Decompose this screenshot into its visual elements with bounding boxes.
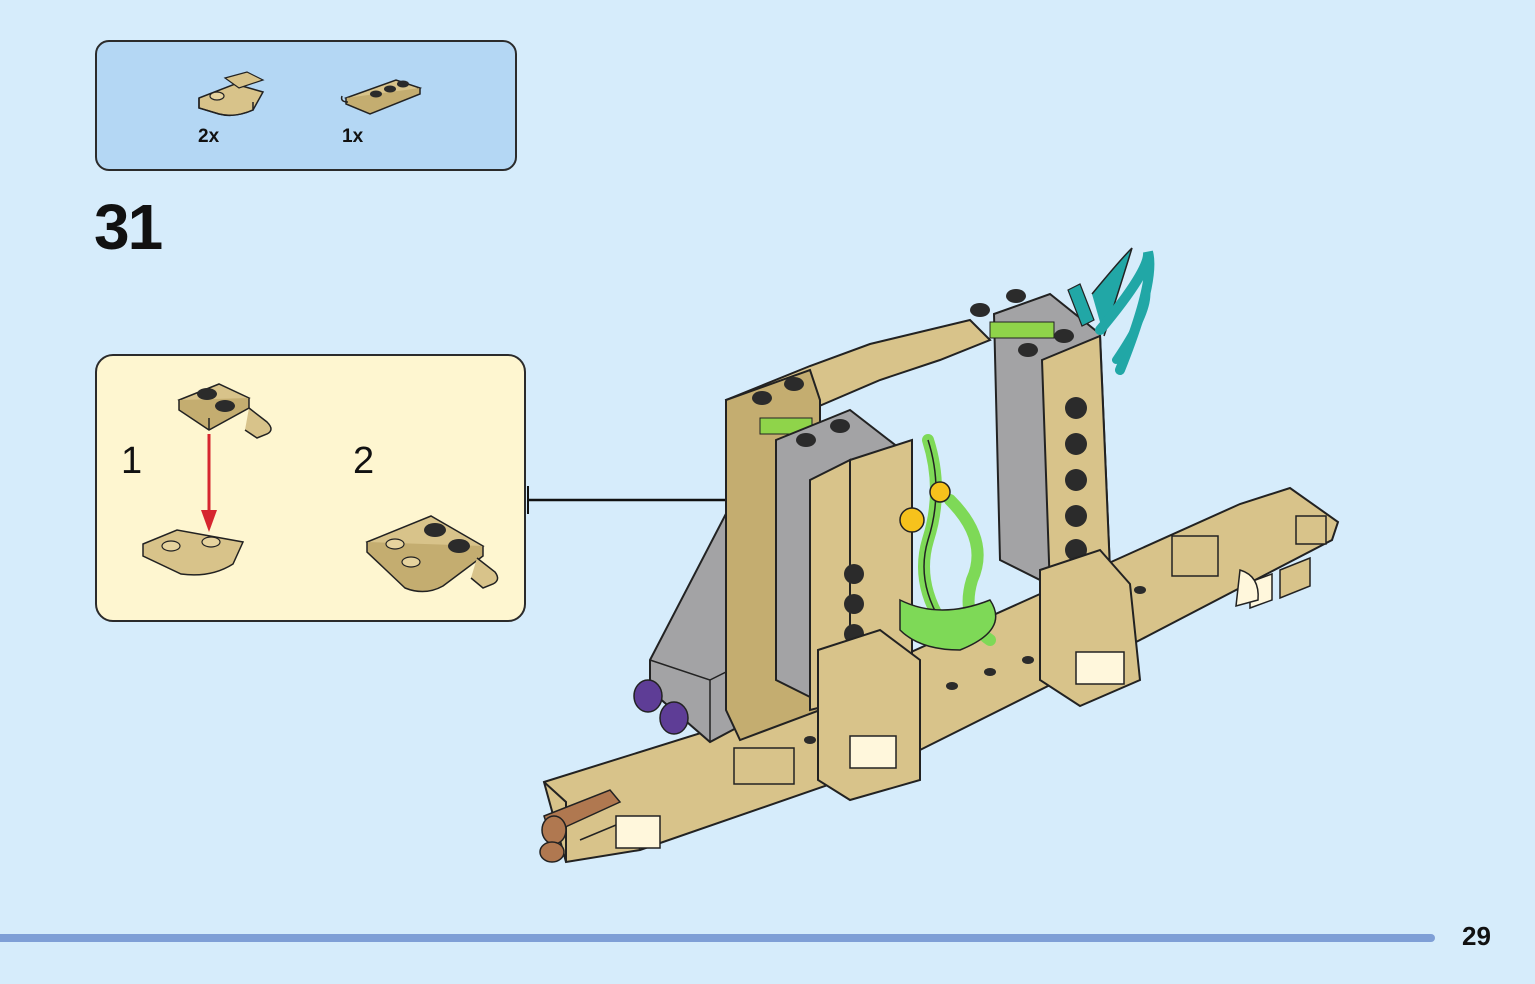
part-quantity: 2x	[198, 126, 220, 147]
tan-clip-plate-icon	[340, 79, 422, 115]
curved-plate-part-icon	[142, 529, 245, 576]
sub-assembly-box: 1 2	[95, 354, 526, 622]
tan-curved-plate-icon	[198, 71, 265, 117]
combined-part-icon	[365, 515, 499, 593]
page-number: 29	[1462, 921, 1491, 951]
clip-plate-part-icon	[177, 383, 272, 439]
part-quantity: 1x	[342, 126, 364, 147]
step-number: 31	[94, 191, 163, 263]
sub-step-label: 2	[353, 440, 375, 482]
model-assembly-illustration	[539, 247, 1340, 864]
red-arrow-icon	[201, 434, 217, 532]
sub-step-label: 1	[121, 440, 143, 482]
parts-list-box: 2x 1x	[95, 40, 517, 171]
bottom-progress-bar	[0, 934, 1435, 942]
